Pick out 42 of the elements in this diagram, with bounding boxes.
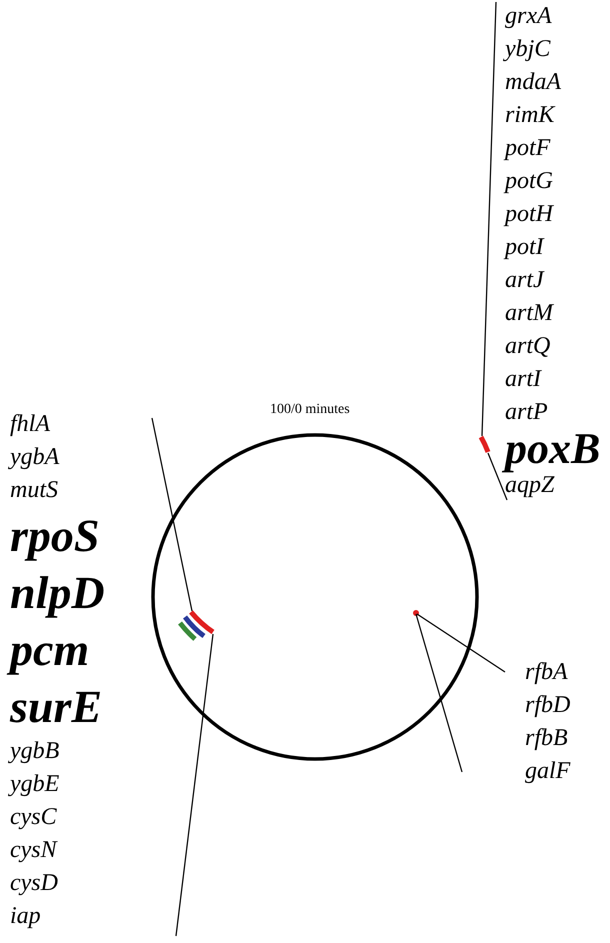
- gene-label: artP: [505, 398, 548, 427]
- leader-line: [481, 2, 497, 436]
- gene-label: potG: [505, 167, 553, 196]
- gene-label: rfbB: [525, 724, 568, 753]
- gene-label: artJ: [505, 266, 544, 295]
- gene-label: ygbB: [10, 737, 60, 766]
- gene-label: surE: [10, 680, 102, 734]
- gene-label: mdaA: [505, 68, 561, 97]
- gene-label: ygbE: [10, 770, 60, 799]
- gene-label: grxA: [505, 2, 552, 31]
- gene-label: artM: [505, 299, 553, 328]
- gene-label: ybjC: [505, 35, 550, 64]
- leader-line: [415, 614, 463, 772]
- gene-label: nlpD: [10, 566, 105, 620]
- gene-label: iap: [10, 902, 41, 931]
- position-label: 100/0 minutes: [270, 402, 350, 418]
- gene-label: rimK: [505, 101, 554, 130]
- leader-line: [416, 614, 506, 672]
- gene-label: cysD: [10, 869, 58, 898]
- gene-label: cysN: [10, 836, 57, 865]
- gene-mark: [178, 621, 197, 641]
- gene-label: potI: [505, 233, 544, 262]
- gene-label: rpoS: [10, 509, 100, 563]
- gene-label: artQ: [505, 332, 550, 361]
- gene-dot: [413, 610, 419, 616]
- gene-label: fhlA: [10, 410, 50, 439]
- leader-line: [151, 418, 193, 612]
- gene-label: cysC: [10, 803, 57, 832]
- gene-label: rfbA: [525, 658, 568, 687]
- gene-mark: [183, 615, 206, 638]
- gene-label: mutS: [10, 476, 58, 505]
- gene-mark: [189, 610, 214, 634]
- gene-mark: [478, 436, 490, 453]
- gene-label: galF: [525, 757, 570, 786]
- gene-label: potF: [505, 134, 550, 163]
- gene-label: aqpZ: [505, 472, 554, 500]
- gene-label: rfbD: [525, 691, 570, 720]
- gene-label: ygbA: [10, 443, 60, 472]
- gene-label: potH: [505, 200, 553, 229]
- leader-line: [175, 634, 214, 936]
- gene-label: artI: [505, 365, 541, 394]
- leader-line: [487, 452, 508, 500]
